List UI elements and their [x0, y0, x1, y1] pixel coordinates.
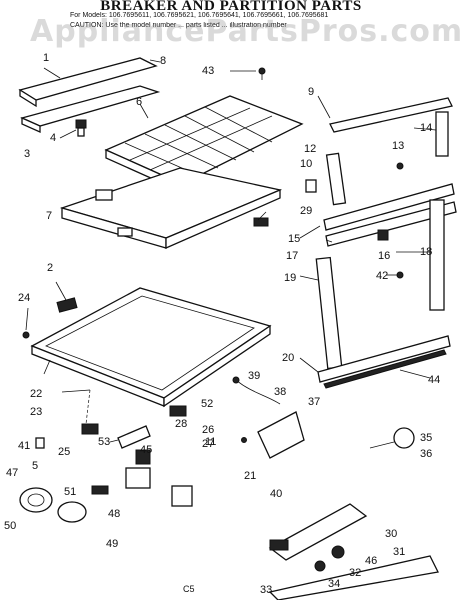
- callout-40: 40: [270, 488, 283, 500]
- part-seal-strip: [323, 349, 447, 389]
- callout-13: 13: [392, 140, 405, 152]
- part-label: [56, 297, 78, 313]
- part-nut-24a: [22, 331, 30, 339]
- callout-38: 38: [274, 386, 287, 398]
- part-motor-27: [171, 485, 193, 507]
- callout-4: 4: [50, 132, 57, 144]
- callout-8: 8: [160, 55, 167, 67]
- part-clip: [75, 119, 87, 137]
- part-knob-46: [331, 545, 345, 559]
- callout-29: 29: [300, 205, 313, 217]
- footer-code: C5: [183, 584, 195, 594]
- callout-32: 32: [349, 567, 362, 579]
- part-switch-52: [169, 405, 187, 417]
- part-connector-51: [91, 485, 109, 495]
- part-base-trim-33: [268, 555, 439, 600]
- part-knob-32: [314, 560, 326, 572]
- callout-10: 10: [300, 158, 313, 170]
- part-side-block: [435, 111, 449, 157]
- callout-34: 34: [328, 578, 341, 590]
- callout-12: 12: [304, 143, 317, 155]
- part-damper-37: [257, 411, 305, 459]
- callout-52: 52: [201, 398, 214, 410]
- callout-1: 1: [43, 52, 50, 64]
- part-housing-48: [57, 501, 87, 523]
- part-harness-26: [125, 467, 151, 489]
- part-cap: [305, 179, 317, 193]
- models-line: For Models: 106.7695611, 106.7695621, 10…: [70, 12, 329, 19]
- callout-6: 6: [136, 96, 143, 108]
- part-right-post: [429, 199, 445, 311]
- callout-53: 53: [98, 436, 111, 448]
- callout-20: 20: [282, 352, 295, 364]
- part-partition-bottom-bar: [317, 335, 451, 383]
- part-cap-41: [35, 437, 45, 449]
- callout-9: 9: [308, 86, 315, 98]
- callout-7: 7: [46, 210, 53, 222]
- callout-17: 17: [286, 250, 299, 262]
- callout-18: 18: [420, 246, 433, 258]
- callout-42: 42: [376, 270, 389, 282]
- callout-22: 22: [30, 388, 43, 400]
- callout-48: 48: [108, 508, 121, 520]
- part-partition-bar-lower: [325, 201, 457, 247]
- callout-11: 11: [205, 436, 217, 448]
- callout-43: 43: [202, 65, 215, 77]
- callout-28: 28: [175, 418, 188, 430]
- callout-19: 19: [284, 272, 297, 284]
- callout-14: 14: [420, 122, 433, 134]
- callout-46: 46: [365, 555, 378, 567]
- part-partition-post: [325, 152, 347, 206]
- part-lower-tray: [30, 287, 272, 408]
- callout-25: 25: [58, 446, 71, 458]
- callout-44: 44: [428, 374, 441, 386]
- callout-41: 41: [18, 440, 31, 452]
- part-wire-39: [235, 379, 281, 405]
- callout-45: 45: [140, 444, 153, 456]
- callout-31: 31: [393, 546, 406, 558]
- callout-30: 30: [385, 528, 398, 540]
- part-connector-25: [135, 449, 151, 465]
- callout-5: 5: [32, 460, 39, 472]
- callout-24: 24: [18, 292, 31, 304]
- part-screw-43: [258, 67, 266, 80]
- callout-26: 26: [202, 424, 215, 436]
- callout-27: 27: [202, 438, 215, 450]
- part-left-post: [315, 256, 343, 370]
- callout-15: 15: [288, 233, 301, 245]
- callout-35: 35: [420, 432, 433, 444]
- part-breaker-lower-strip: [20, 85, 161, 134]
- callout-16: 16: [378, 250, 391, 262]
- callout-33: 33: [260, 584, 273, 596]
- part-bulb-35: [393, 427, 415, 449]
- diagram-title: BREAKER AND PARTITION PARTS: [100, 0, 362, 14]
- part-screw-11: [241, 437, 247, 443]
- callout-47: 47: [6, 467, 19, 479]
- callout-50: 50: [4, 520, 17, 532]
- part-bracket-53: [117, 425, 151, 449]
- callout-39: 39: [248, 370, 261, 382]
- callout-51: 51: [64, 486, 77, 498]
- part-breaker-tray: [59, 167, 283, 249]
- part-breaker-top-strip: [18, 57, 158, 108]
- callout-36: 36: [420, 448, 433, 460]
- part-bottom-tray-30: [268, 503, 368, 561]
- part-partition-bar-upper: [323, 183, 455, 231]
- callout-21: 21: [244, 470, 257, 482]
- part-clip-29: [253, 217, 269, 227]
- callout-49: 49: [106, 538, 119, 550]
- callout-23: 23: [30, 406, 43, 418]
- callout-3: 3: [24, 148, 31, 160]
- part-bracket-16: [377, 229, 389, 241]
- part-partition-top-trim: [329, 97, 453, 133]
- caution-line: CAUTION: Use the model number ... parts …: [70, 22, 287, 29]
- part-switch-23: [81, 423, 99, 435]
- part-screw-13: [396, 162, 404, 170]
- callout-2: 2: [47, 262, 54, 274]
- part-coil-47: [19, 487, 53, 513]
- callout-37: 37: [308, 396, 321, 408]
